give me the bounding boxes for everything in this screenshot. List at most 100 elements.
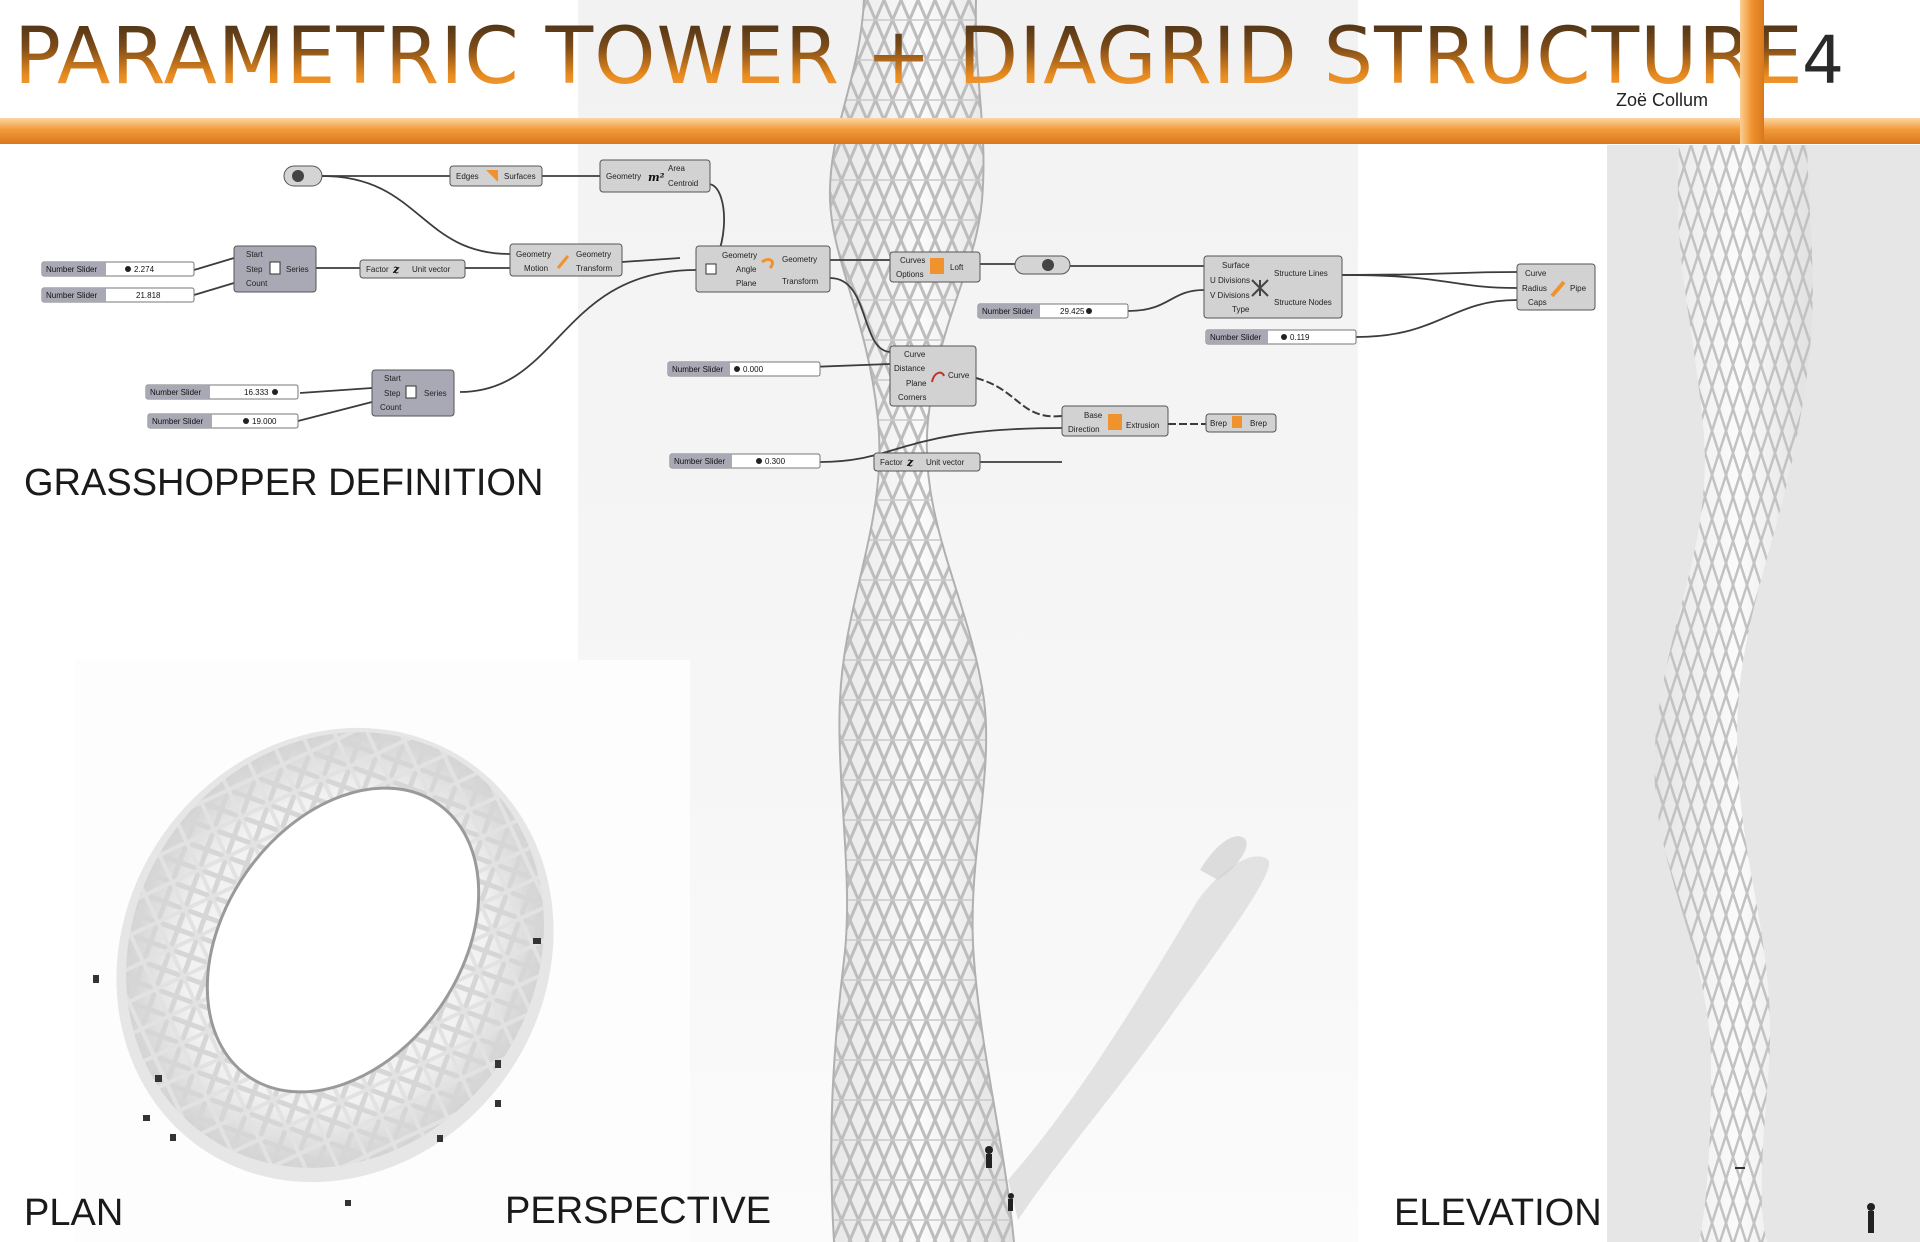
offset-output: Curve [948, 371, 970, 380]
unit-1-output: Unit vector [412, 265, 451, 274]
plan-render [93, 727, 554, 1206]
offset-distance-input: Distance [894, 364, 926, 373]
series-2-start: Start [384, 374, 402, 383]
rotate-angle-input: Angle [736, 265, 757, 274]
diagrid-component[interactable]: Surface U Divisions V Divisions Type Str… [1203, 255, 1343, 319]
number-slider-1[interactable]: Number Slider 2.274 [41, 261, 195, 277]
number-slider-5[interactable]: Number Slider 0.000 [667, 361, 821, 377]
author-name: Zoë Collum [1616, 90, 1709, 110]
slider-5-label: Number Slider [672, 365, 723, 374]
slider-1-value: 2.274 [134, 265, 155, 274]
structure-nodes-output: Structure Nodes [1274, 298, 1332, 307]
slider-7-label: Number Slider [982, 307, 1033, 316]
elevation-label: ELEVATION [1394, 1192, 1602, 1234]
diagrid-v-divisions-input: V Divisions [1210, 291, 1250, 300]
area-output-label: Area [668, 164, 685, 173]
extrude-component[interactable]: Base Direction Extrusion [1061, 405, 1169, 437]
header-accent-vertical-bar [1740, 0, 1764, 144]
slider-6-label: Number Slider [674, 457, 725, 466]
edges-component[interactable]: Edges Surfaces [449, 165, 543, 187]
number-slider-4[interactable]: Number Slider 19.000 [147, 413, 299, 429]
slider-4-label: Number Slider [152, 417, 203, 426]
structure-lines-output: Structure Lines [1274, 269, 1328, 278]
slider-8-value: 0.119 [1290, 333, 1310, 342]
area-component[interactable]: Geometry m² Area Centroid [599, 159, 711, 193]
plan-label: PLAN [24, 1192, 124, 1234]
slider-3-label: Number Slider [150, 388, 201, 397]
series-1-start: Start [246, 250, 264, 259]
diagrid-type-input: Type [1232, 305, 1250, 314]
rotate-geometry-input: Geometry [722, 251, 757, 260]
surfaces-output-label: Surfaces [504, 172, 536, 181]
slider-2-label: Number Slider [46, 291, 97, 300]
surface-param-component[interactable] [1014, 255, 1071, 275]
series-1-count: Count [246, 279, 268, 288]
slider-4-value: 19.000 [252, 417, 277, 426]
series-1-step: Step [246, 265, 263, 274]
slider-8-label: Number Slider [1210, 333, 1261, 342]
pipe-curve-input: Curve [1525, 269, 1547, 278]
centroid-output-label: Centroid [668, 179, 698, 188]
loft-curves-input: Curves [900, 256, 925, 265]
grasshopper-definition: Edges Surfaces Geometry m² Area Centroid… [41, 159, 1596, 472]
series-2-step: Step [384, 389, 401, 398]
move-geometry-output: Geometry [576, 250, 611, 259]
pipe-component[interactable]: Curve Radius Caps Pipe [1516, 263, 1596, 311]
offset-curve-component[interactable]: Curve Distance Plane Corners Curve [889, 345, 977, 407]
offset-plane-input: Plane [906, 379, 927, 388]
number-slider-3[interactable]: Number Slider 16.333 [145, 384, 299, 400]
pipe-radius-input: Radius [1522, 284, 1547, 293]
offset-corners-input: Corners [898, 393, 926, 402]
unit-2-input: Factor [880, 458, 903, 467]
rotate-component[interactable]: Geometry Angle Plane Geometry Transform [695, 245, 831, 293]
brep-input: Brep [1210, 419, 1227, 428]
page-title: PARAMETRIC TOWER + DIAGRID STRUCTURE [14, 12, 1804, 102]
slider-1-label: Number Slider [46, 265, 97, 274]
grasshopper-label: GRASSHOPPER DEFINITION [24, 462, 544, 504]
move-component[interactable]: Geometry Motion Geometry Transform [509, 243, 623, 277]
series-component-2[interactable]: Start Step Count Series [371, 369, 455, 417]
loft-component[interactable]: Curves Options Loft [889, 251, 981, 283]
move-motion-input: Motion [524, 264, 548, 273]
extrude-base-input: Base [1084, 411, 1103, 420]
series-component-1[interactable]: Start Step Count Series [233, 245, 317, 293]
number-slider-8[interactable]: Number Slider 0.119 [1205, 329, 1357, 345]
loft-output: Loft [950, 263, 964, 272]
brep-param-component[interactable] [283, 165, 323, 187]
edges-input-label: Edges [456, 172, 479, 181]
pipe-caps-input: Caps [1528, 298, 1547, 307]
brep-component[interactable]: Brep Brep [1205, 413, 1277, 433]
perspective-tower-render [828, 0, 1270, 1242]
number-slider-7[interactable]: Number Slider 29.425 [977, 303, 1129, 319]
series-2-output: Series [424, 389, 447, 398]
area-geometry-input: Geometry [606, 172, 641, 181]
loft-options-input: Options [896, 270, 924, 279]
perspective-label: PERSPECTIVE [505, 1190, 772, 1232]
slider-6-value: 0.300 [765, 457, 786, 466]
header: PARAMETRIC TOWER + DIAGRID STRUCTURE Zoë… [0, 0, 1920, 145]
rotate-geometry-output: Geometry [782, 255, 817, 264]
slider-3-value: 16.333 [244, 388, 269, 397]
pipe-output: Pipe [1570, 284, 1587, 293]
diagrid-surface-input: Surface [1222, 261, 1250, 270]
diagrid-u-divisions-input: U Divisions [1210, 276, 1250, 285]
unit-1-input: Factor [366, 265, 389, 274]
unit-vector-component-1[interactable]: Factor z Unit vector [359, 259, 466, 279]
header-accent-bar [0, 118, 1920, 144]
rotate-transform-output: Transform [782, 277, 818, 286]
rotate-plane-input: Plane [736, 279, 757, 288]
unit-vector-component-2[interactable]: Factor z Unit vector [873, 452, 981, 472]
number-slider-2[interactable]: Number Slider 21.818 [41, 287, 195, 303]
slider-5-value: 0.000 [743, 365, 764, 374]
area-icon: m² [648, 171, 665, 184]
series-1-output: Series [286, 265, 309, 274]
slider-7-value: 29.425 [1060, 307, 1085, 316]
move-transform-output: Transform [576, 264, 612, 273]
series-2-count: Count [380, 403, 402, 412]
slider-2-value: 21.818 [136, 291, 161, 300]
unit-z-icon-2: z [906, 456, 914, 469]
unit-z-icon: z [392, 263, 400, 276]
number-slider-6[interactable]: Number Slider 0.300 [669, 453, 821, 469]
unit-2-output: Unit vector [926, 458, 965, 467]
offset-curve-input: Curve [904, 350, 926, 359]
